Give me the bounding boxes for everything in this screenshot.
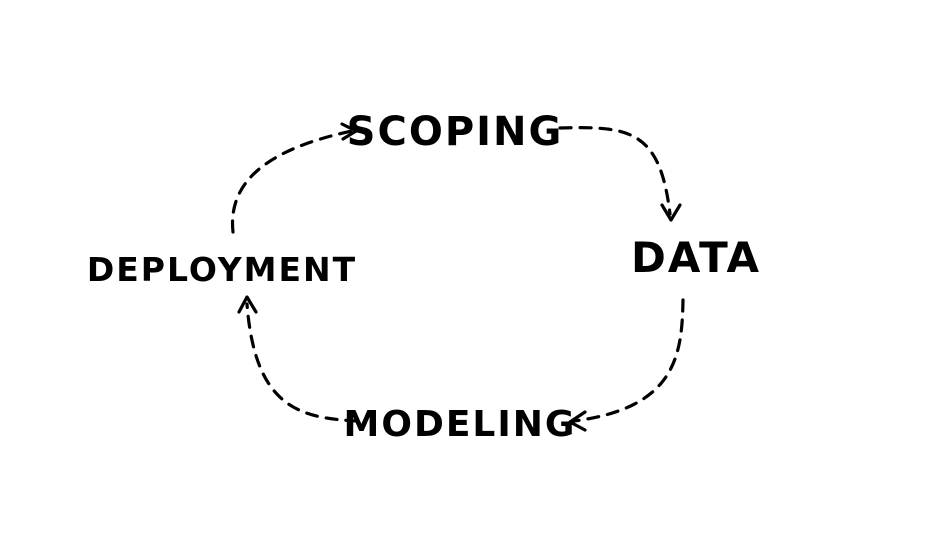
- arrow-data-to-modeling: [568, 298, 685, 432]
- stage-label-deployment: DEPLOYMENT: [87, 250, 357, 289]
- stage-label-data: DATA: [631, 233, 761, 282]
- stage-label-scoping: SCOPING: [347, 109, 564, 155]
- arrow-deployment-to-scoping: [230, 122, 358, 234]
- stage-label-modeling: MODELING: [344, 404, 577, 445]
- arrow-scoping-to-data: [558, 126, 682, 222]
- arrow-modeling-to-deployment: [237, 295, 359, 423]
